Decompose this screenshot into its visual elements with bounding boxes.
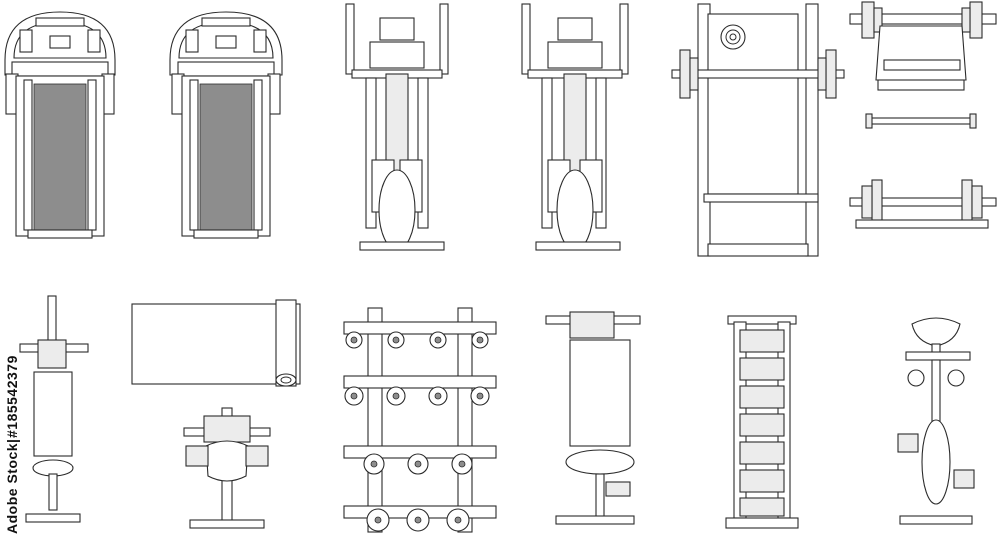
dumbbell-row-2 (344, 386, 490, 406)
watermark-site: Adobe Stock (4, 442, 20, 534)
watermark-id: #185542379 (4, 355, 20, 439)
yoga-mat-icon (131, 299, 301, 387)
weight-bench-icon (19, 295, 89, 523)
rowing-machine-icon (183, 407, 271, 529)
bar-icon (865, 113, 977, 129)
dumbbell-row-1 (345, 331, 489, 349)
dumbbell-row-4 (366, 508, 470, 532)
dumbbell-tower-icon (725, 315, 799, 529)
bench-press-icon (671, 3, 845, 257)
adjustable-bench-icon (545, 311, 641, 525)
bench-barbell-icon (849, 1, 997, 91)
treadmill-icon (169, 11, 283, 239)
stock-watermark-text: Adobe Stock|#185542379 (4, 234, 24, 534)
barbell-icon (849, 179, 997, 229)
treadmill-icon (4, 11, 116, 239)
dumbbell-rack-icon (343, 307, 497, 533)
elliptical-icon (345, 3, 449, 251)
exercise-bike-icon (897, 317, 975, 525)
watermark-separator: | (4, 438, 20, 443)
dumbbell-row-3 (363, 453, 473, 475)
elliptical-icon (521, 3, 629, 251)
